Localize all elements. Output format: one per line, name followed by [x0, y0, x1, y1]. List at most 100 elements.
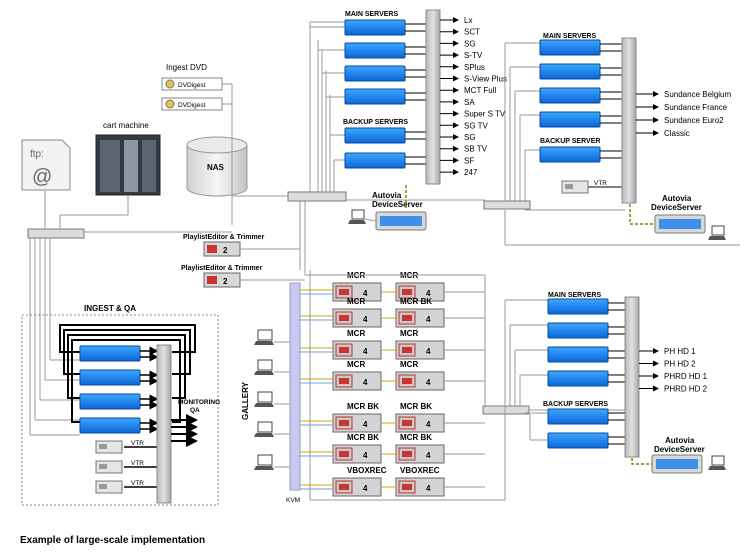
network-switch-icon — [483, 200, 531, 210]
vtr-label: VTR — [131, 440, 144, 447]
laptop-icon — [254, 454, 290, 470]
server-icon — [344, 88, 406, 105]
workstation-icon: 4 — [395, 477, 445, 497]
ftp-at: @ — [32, 166, 52, 188]
mcr-right-label: MCR — [400, 360, 418, 369]
server-icon — [547, 408, 609, 425]
nas-icon: NAS — [186, 136, 248, 197]
top-router-matrix — [425, 9, 441, 185]
output-label: PH HD 1 — [664, 347, 696, 356]
server-icon — [79, 369, 141, 386]
workstation-icon: 4 — [332, 371, 382, 391]
workstation-badge: 4 — [363, 420, 368, 429]
laptop-icon — [254, 329, 290, 345]
workstation-icon: 4 — [332, 477, 382, 497]
top-main-servers: MAIN SERVERS — [344, 11, 406, 105]
lower-autovia-subtitle: DeviceServer — [654, 445, 705, 454]
top-backup-servers: BACKUP SERVERS — [343, 119, 408, 169]
output-label: 247 — [464, 168, 478, 177]
dvd-item-label: DVDigest — [178, 82, 206, 89]
workstation-badge: 4 — [363, 347, 368, 356]
qa-router-matrix — [156, 344, 172, 504]
workstation-icon: 2 — [203, 272, 241, 288]
mcr-left-label: MCR BK — [347, 402, 379, 411]
output-label: Lx — [464, 16, 472, 25]
vtr-icon — [95, 480, 123, 494]
right-main-servers-title: MAIN SERVERS — [543, 33, 596, 40]
mcr-left-label: MCR — [347, 329, 365, 338]
mcr-right-label: MCR BK — [400, 297, 432, 306]
output-label: Sundance France — [664, 103, 728, 112]
right-backup-servers-title: BACKUP SERVER — [540, 138, 600, 145]
output-label: S-TV — [464, 51, 483, 60]
server-icon — [344, 65, 406, 82]
server-icon — [344, 42, 406, 59]
playlist-editor-label: PlaylistEditor & Trimmer — [183, 234, 265, 241]
cart-machine-label: cart machine — [103, 121, 149, 130]
vtr-icon — [561, 180, 589, 194]
workstation-badge: 4 — [363, 378, 368, 387]
server-icon — [547, 298, 609, 315]
vtr-icon — [95, 440, 123, 454]
server-icon — [344, 152, 406, 169]
server-icon — [547, 432, 609, 449]
mcr-right-label: MCR BK — [400, 402, 432, 411]
workstation-icon: 4 — [395, 371, 445, 391]
output-label: MCT Full — [464, 86, 497, 95]
top-server-group: MAIN SERVERS BACKUP SERVERS LxSCTSGS-TVS… — [309, 9, 507, 231]
figure-caption: Example of large-scale implementation — [20, 535, 205, 546]
qa-label: QA — [190, 407, 200, 414]
workstation-badge: 4 — [426, 378, 431, 387]
mcr-right-label: MCR BK — [400, 433, 432, 442]
gallery-laptops — [254, 329, 290, 470]
server-icon — [79, 345, 141, 362]
right-router-matrix — [621, 37, 637, 204]
right-vtr-label: VTR — [594, 180, 607, 187]
cart-machine-icon — [95, 134, 161, 196]
lower-autovia-title: Autovia — [665, 436, 695, 445]
workstation-badge: 4 — [426, 484, 431, 493]
nas-label: NAS — [207, 163, 225, 172]
top-autovia-subtitle: DeviceServer — [372, 200, 423, 209]
output-label: Classic — [664, 129, 690, 138]
output-label: Super S TV — [464, 110, 506, 119]
output-label: S-View Plus — [464, 75, 507, 84]
kvm-bar — [289, 282, 301, 491]
right-autovia-subtitle: DeviceServer — [651, 203, 702, 212]
ingest-qa-title: INGEST & QA — [84, 304, 136, 313]
right-autovia-title: Autovia — [662, 194, 692, 203]
lower-backup-servers-title: BACKUP SERVERS — [543, 401, 608, 408]
server-icon — [539, 146, 601, 163]
output-label: Sundance Belgium — [664, 90, 731, 99]
workstation-badge: 4 — [363, 484, 368, 493]
workstation-badge: 4 — [426, 451, 431, 460]
playlist-editor-label: PlaylistEditor & Trimmer — [181, 265, 263, 272]
workstation-badge: 4 — [426, 347, 431, 356]
laptop-icon — [708, 455, 726, 470]
output-label: SG TV — [464, 121, 489, 130]
laptop-icon — [708, 225, 726, 240]
workstation-icon: 4 — [332, 444, 382, 464]
ftp-label: ftp: — [30, 149, 44, 160]
server-icon — [344, 127, 406, 144]
workstation-icon: 4 — [332, 308, 382, 328]
mcr-left-label: MCR — [347, 297, 365, 306]
server-icon — [79, 417, 141, 434]
output-label: SPlus — [464, 63, 485, 72]
disc-icon — [165, 79, 175, 89]
workstation-badge: 2 — [223, 277, 228, 286]
laptop-icon — [254, 421, 290, 437]
network-switch-icon — [482, 405, 530, 415]
workstation-icon: 4 — [395, 340, 445, 360]
output-label: SG — [464, 39, 476, 48]
lower-server-group: MAIN SERVERS BACKUP SERVERS PH HD 1PH HD… — [505, 292, 726, 474]
network-switch-icon — [27, 228, 85, 239]
